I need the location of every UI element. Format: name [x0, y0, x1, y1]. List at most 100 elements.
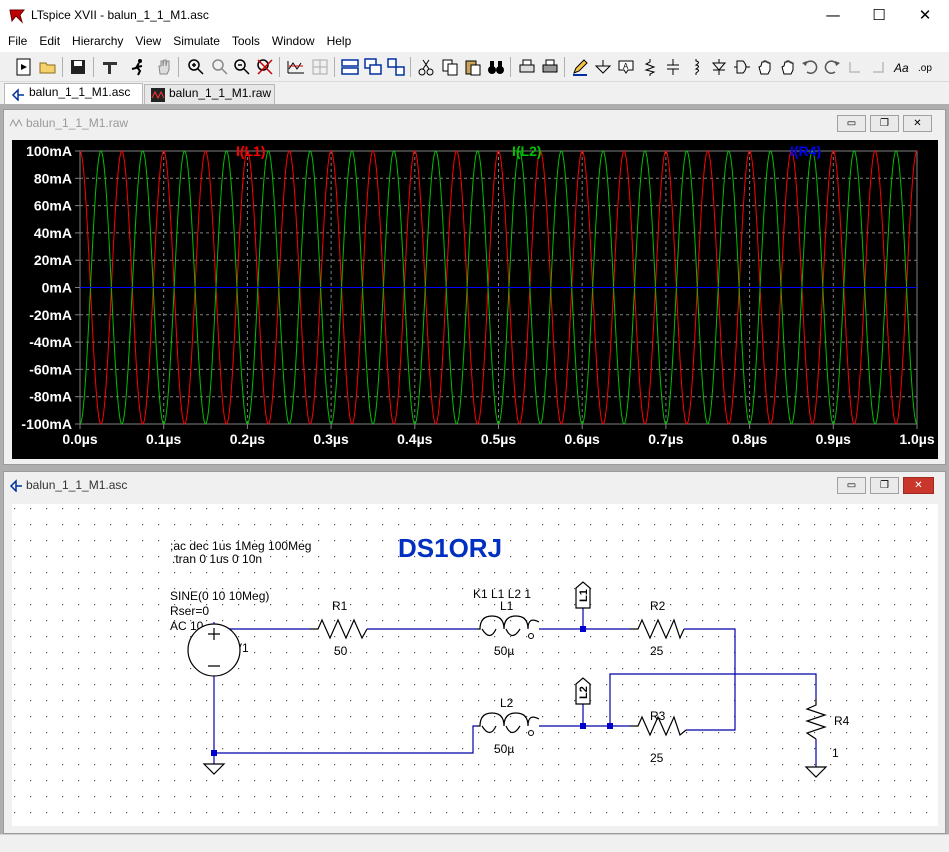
document-tab-bar: balun_1_1_M1.asc balun_1_1_M1.raw [0, 82, 949, 105]
tab-schematic[interactable]: balun_1_1_M1.asc [4, 83, 143, 105]
inductor-l2[interactable]: L2 50µ [477, 696, 540, 756]
resistor-r3[interactable]: R3 25 [630, 709, 687, 765]
redo-icon[interactable] [822, 57, 842, 77]
spice-directive-icon[interactable]: .op [915, 57, 935, 77]
mirror-icon[interactable] [868, 57, 888, 77]
voltage-source-v1[interactable] [187, 622, 241, 678]
v1-param-sine: SINE(0 10 10Meg) [170, 589, 269, 603]
cut-icon[interactable] [416, 57, 436, 77]
run-icon[interactable] [128, 57, 148, 77]
schematic-canvas[interactable]: ;ac dec 1us 1Meg 100Meg .tran 0 1us 0 10… [12, 504, 938, 826]
cascade-icon[interactable] [363, 57, 383, 77]
undo-icon[interactable] [800, 57, 820, 77]
menu-help[interactable]: Help [326, 34, 352, 48]
component-icon[interactable] [732, 57, 752, 77]
waveform-window-title: balun_1_1_M1.raw [26, 116, 129, 130]
draw-wire-pencil-icon[interactable] [570, 57, 590, 77]
label-net-icon[interactable]: A [616, 57, 636, 77]
zoom-pan-icon[interactable] [210, 57, 230, 77]
menu-window[interactable]: Window [271, 34, 315, 48]
menu-view[interactable]: View [135, 34, 162, 48]
menu-tools[interactable]: Tools [231, 34, 260, 48]
text-icon[interactable]: Aa [892, 57, 912, 77]
tran-directive[interactable]: .tran 0 1us 0 10n [172, 552, 262, 566]
inductor-icon[interactable] [686, 57, 706, 77]
find-binoculars-icon[interactable] [486, 57, 506, 77]
legend-ir4[interactable]: I(R4) [790, 143, 821, 159]
ground-symbol[interactable] [804, 766, 828, 778]
waveform-plot[interactable]: 100mA80mA60mA40mA20mA0mA-20mA-40mA-60mA-… [12, 140, 938, 459]
x-tick-label: 0.9µs [816, 431, 852, 447]
rotate-icon[interactable] [845, 57, 865, 77]
x-tick-label: 0.7µs [648, 431, 684, 447]
r4-name: R4 [834, 714, 850, 728]
ground-icon[interactable] [593, 57, 613, 77]
coupling-directive[interactable]: K1 L1 L2 1 [473, 587, 531, 601]
control-panel-icon[interactable] [100, 57, 120, 77]
diode-icon[interactable] [709, 57, 729, 77]
ac-directive[interactable]: ;ac dec 1us 1Meg 100Meg [170, 539, 311, 553]
toolbar-separator [510, 57, 511, 77]
menu-hierarchy[interactable]: Hierarchy [72, 34, 124, 48]
x-tick-label: 1.0µs [899, 431, 935, 447]
waveform-restore-button[interactable]: ❐ [870, 115, 899, 132]
menu-bar: File Edit Hierarchy View Simulate Tools … [0, 32, 949, 52]
y-tick-label: -60mA [29, 361, 72, 377]
zoom-in-icon[interactable] [186, 57, 206, 77]
junction-dot [607, 723, 613, 729]
move-hand-icon[interactable] [755, 57, 775, 77]
resistor-icon[interactable] [640, 57, 660, 77]
tab-waveform[interactable]: balun_1_1_M1.raw [144, 84, 275, 104]
schematic-restore-button[interactable]: ❐ [870, 477, 899, 494]
waveform-close-button[interactable]: ✕ [903, 115, 932, 132]
save-icon[interactable] [68, 57, 88, 77]
tile-vertical-icon[interactable] [386, 57, 406, 77]
menu-edit[interactable]: Edit [39, 34, 61, 48]
toolbar-separator [410, 57, 411, 77]
zoom-fit-icon[interactable] [255, 57, 275, 77]
minimize-button[interactable]: — [825, 6, 841, 24]
new-schematic-icon[interactable] [14, 57, 34, 77]
drag-hand-icon[interactable] [778, 57, 798, 77]
author-callsign-text[interactable]: DS1ORJ [398, 533, 502, 563]
resistor-r1[interactable]: R1 50 [310, 599, 368, 658]
grid-icon[interactable] [310, 57, 330, 77]
x-tick-label: 0.0µs [62, 431, 98, 447]
open-folder-icon[interactable] [38, 57, 58, 77]
resistor-r4[interactable]: R4 1 [805, 699, 850, 760]
y-tick-label: 80mA [34, 170, 72, 186]
schematic-window-title: balun_1_1_M1.asc [26, 478, 128, 492]
waveform-minimize-button[interactable]: ▭ [837, 115, 866, 132]
schematic-close-button[interactable]: ✕ [903, 477, 934, 494]
ground-symbol[interactable] [202, 763, 226, 775]
autorange-icon[interactable] [286, 57, 306, 77]
halt-hand-icon[interactable] [154, 57, 174, 77]
waveform-icon [151, 88, 165, 102]
print-icon[interactable] [540, 57, 560, 77]
menu-simulate[interactable]: Simulate [173, 34, 220, 48]
inductor-l1[interactable]: L1 50µ [477, 599, 540, 658]
legend-il1[interactable]: I(L1) [236, 143, 266, 159]
capacitor-icon[interactable] [663, 57, 683, 77]
net-label-l2[interactable]: L2 [575, 677, 591, 705]
svg-text:A: A [623, 62, 629, 71]
schematic-minimize-button[interactable]: ▭ [837, 477, 866, 494]
net-label-l2-text: L2 [578, 686, 590, 699]
print-preview-icon[interactable] [517, 57, 537, 77]
trace-il1[interactable] [79, 150, 918, 425]
net-label-l1[interactable]: L1 [575, 581, 591, 609]
legend-il2[interactable]: I(L2) [512, 143, 542, 159]
y-tick-label: -40mA [29, 334, 72, 350]
paste-icon[interactable] [463, 57, 483, 77]
zoom-out-icon[interactable] [232, 57, 252, 77]
junction-dot [211, 750, 217, 756]
resistor-r2[interactable]: R2 25 [630, 599, 685, 658]
menu-file[interactable]: File [8, 34, 28, 48]
copy-icon[interactable] [440, 57, 460, 77]
l2-value: 50µ [494, 742, 514, 756]
close-button[interactable]: ✕ [918, 6, 932, 24]
junction-dot [580, 723, 586, 729]
maximize-button[interactable]: ☐ [872, 6, 886, 24]
tile-horizontal-icon[interactable] [340, 57, 360, 77]
